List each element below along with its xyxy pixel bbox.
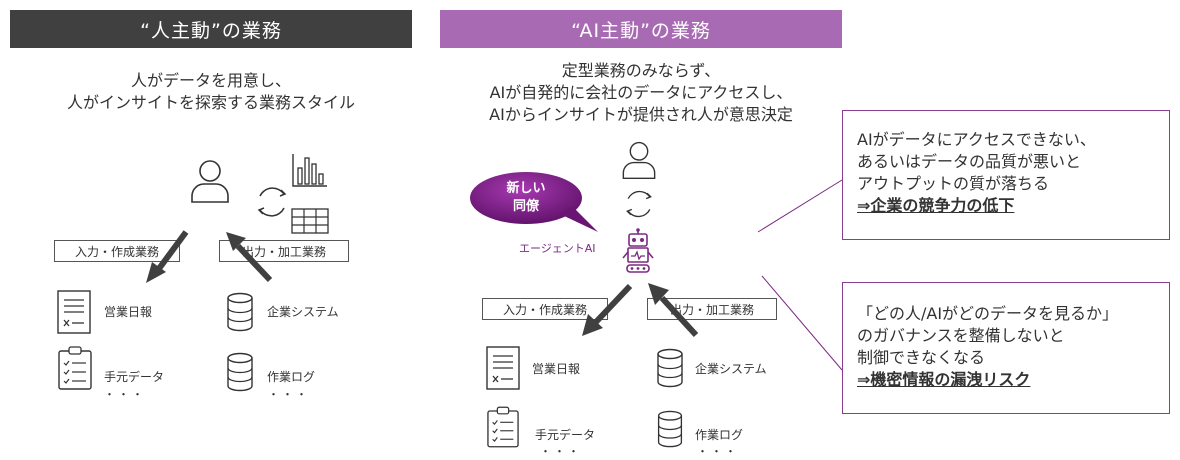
database-icon (227, 352, 253, 392)
connector-line-1 (757, 179, 843, 233)
left-item-ellipsis-2: ・・・ (268, 388, 310, 401)
right-description: 定型業務のみならず、 AIが自発的に会社のデータにアクセスし、 AIからインサイ… (440, 60, 842, 126)
database-icon (657, 410, 683, 448)
right-tag-output: 出力・加工業務 (647, 298, 777, 320)
bubble-text: 新しい 同僚 (486, 180, 566, 216)
clipboard-icon (487, 406, 519, 448)
right-tag-input-label: 入力・作成業務 (502, 302, 587, 317)
right-tag-output-label: 出力・加工業務 (669, 302, 754, 317)
risk-2-line-3: 制御できなくなる (857, 348, 986, 367)
left-description: 人がデータを用意し、 人がインサイトを探索する業務スタイル (10, 70, 412, 114)
left-item-ellipsis-1: ・・・ (104, 388, 146, 401)
document-icon (57, 290, 91, 334)
database-icon (227, 292, 253, 332)
person-icon (622, 141, 656, 179)
right-item-ellipsis-1: ・・・ (540, 445, 582, 458)
connector-line-2 (761, 275, 843, 371)
left-header-title: “人主動”の業務 (140, 19, 282, 42)
agent-ai-label: エージェントAI (519, 242, 596, 255)
speech-bubble (470, 172, 598, 232)
database-icon (657, 348, 683, 388)
risk-1-line-1: AIがデータにアクセスできない、 (857, 130, 1096, 149)
left-item-daily-report: 営業日報 (104, 305, 153, 319)
right-header: “AI主動”の業務 (440, 10, 842, 48)
left-item-enterprise-system: 企業システム (267, 305, 339, 319)
risk-2-conclusion: ⇒機密情報の漏洩リスク (857, 370, 1031, 389)
table-icon (291, 208, 329, 234)
person-icon (191, 160, 229, 203)
left-description-line-1: 人がデータを用意し、 (130, 71, 291, 90)
risk-2-line-2: のガバナンスを整備しないと (857, 326, 1065, 345)
arrow-down-left-head (146, 262, 166, 283)
right-item-local-data: 手元データ (535, 428, 596, 442)
right-item-enterprise-system: 企業システム (695, 362, 767, 376)
right-description-line-3: AIからインサイトが提供され人が意思決定 (489, 105, 793, 124)
left-header: “人主動”の業務 (10, 10, 412, 48)
right-description-line-1: 定型業務のみならず、 (561, 61, 721, 80)
right-item-work-log: 作業ログ (695, 428, 744, 442)
clipboard-icon (58, 346, 92, 390)
risk-1-conclusion: ⇒企業の競争力の低下 (857, 196, 1015, 215)
left-description-line-2: 人がインサイトを探索する業務スタイル (66, 93, 355, 112)
risk-box-leakage: 「どの人/AIがどのデータを見るか」 のガバナンスを整備しないと 制御できなくな… (842, 282, 1170, 414)
document-icon (486, 346, 520, 390)
bar-chart-icon (292, 154, 327, 187)
cycle-icon (626, 190, 652, 218)
right-item-daily-report: 営業日報 (532, 362, 581, 376)
risk-box-competitiveness: AIがデータにアクセスできない、 あるいはデータの品質が悪いと アウトプットの質… (842, 110, 1170, 240)
right-header-title: “AI主動”の業務 (571, 19, 711, 42)
robot-icon (622, 228, 654, 273)
right-description-line-2: AIが自発的に会社のデータにアクセスし、 (489, 83, 793, 102)
left-tag-input: 入力・作成業務 (54, 240, 180, 262)
left-item-local-data: 手元データ (104, 370, 165, 384)
risk-1-line-2: あるいはデータの品質が悪いと (857, 152, 1082, 171)
right-item-ellipsis-2: ・・・ (697, 445, 739, 458)
left-item-work-log: 作業ログ (267, 370, 316, 384)
bubble-line-1: 新しい (506, 181, 546, 196)
risk-1-line-3: アウトプットの質が落ちる (857, 174, 1050, 193)
cycle-icon (257, 187, 287, 217)
bubble-line-2: 同僚 (512, 199, 539, 214)
left-tag-output: 出力・加工業務 (219, 240, 349, 262)
left-tag-input-label: 入力・作成業務 (74, 244, 159, 259)
right-tag-input: 入力・作成業務 (482, 298, 608, 320)
left-tag-output-label: 出力・加工業務 (241, 244, 326, 259)
risk-2-line-1: 「どの人/AIがどのデータを見るか」 (857, 304, 1119, 323)
